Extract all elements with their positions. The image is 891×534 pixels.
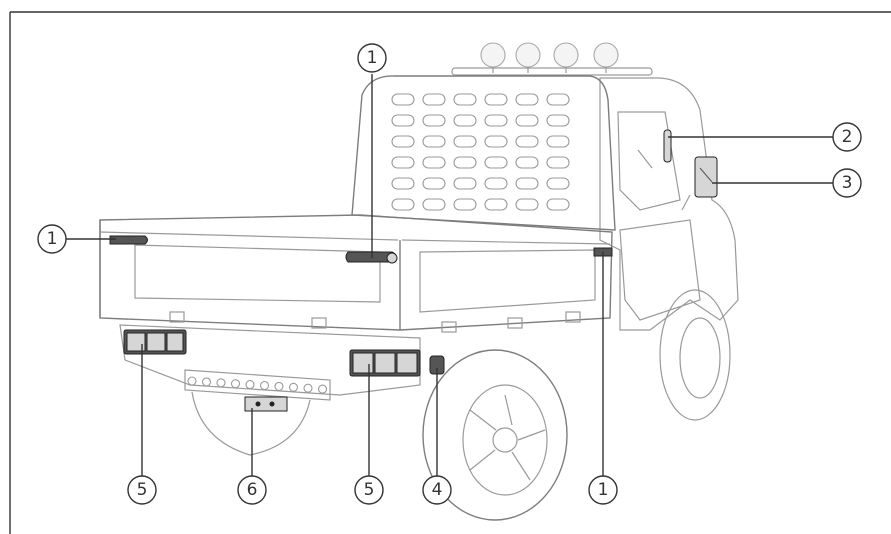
cab-guard-slot [515,114,539,127]
cab-guard-slot [453,135,477,148]
cab-guard-slot [422,114,446,127]
bumper-hole [201,377,212,387]
callout-5-right: 5 [354,475,384,505]
roof-light-bar [451,42,653,76]
cab-guard-slot [546,198,570,211]
tailgate-latch-center [345,251,398,264]
bumper-hole [303,383,313,393]
cab-guard-slot [515,156,539,169]
cab-guard-slot [453,156,477,169]
cab-guard-slot [453,177,477,190]
cab-guard-slot [515,135,539,148]
cab-guard [351,75,616,231]
rear-light-cluster-left [123,329,187,355]
cab [599,77,739,331]
callout-1-left-label: 1 [47,229,58,249]
callout-3-label: 3 [842,173,853,193]
cab-guard-slot [453,114,477,127]
bumper-hole [216,378,226,388]
leader-lines [66,74,833,476]
cab-guard-slot [391,135,415,148]
callout-1-left: 1 [37,224,67,254]
cab-guard-slot [422,135,446,148]
callout-5-left: 5 [127,475,157,505]
bumper-hole [274,381,284,391]
bumper-hole [259,380,270,391]
callout-3: 3 [832,168,862,198]
cab-guard-slot [422,198,446,211]
tailgate-latch-left [109,235,148,245]
cab-guard-slot [515,177,539,190]
callout-5-right-label: 5 [364,480,375,500]
callout-4: 4 [422,475,452,505]
utility-vehicle-illustration [99,42,739,521]
cab-guard-slot [515,198,539,211]
rear-light-cluster-right [349,349,421,377]
cab-guard-slot [546,114,570,127]
bumper-hole [317,384,328,394]
cab-guard-slot [422,177,446,190]
cab-guard-slot [391,156,415,169]
cab-guard-slot [546,177,570,190]
callout-6-label: 6 [247,480,258,500]
cab-guard-slot [484,114,508,127]
front-wheel [659,289,731,421]
bumper-hole [245,380,255,390]
callout-1-bottom: 1 [588,475,618,505]
cab-guard-slot [391,177,415,190]
cab-guard-slot [484,156,508,169]
callout-5-left-label: 5 [137,480,148,500]
callout-2-label: 2 [842,127,853,147]
cab-guard-slot [422,156,446,169]
bumper-hole [187,376,197,386]
cab-guard-slot [391,114,415,127]
cargo-bed [99,214,613,333]
bumper-hole [230,379,241,389]
tow-hitch [244,396,288,412]
side-mirror [681,156,718,211]
door-handle [663,129,672,163]
callout-1-bottom-label: 1 [598,480,609,500]
cab-guard-slot [484,93,508,106]
callout-1-top-label: 1 [367,48,378,68]
cab-guard-slot [546,135,570,148]
cab-guard-slot [453,198,477,211]
rear-chassis [119,324,421,401]
cab-guard-slot [484,135,508,148]
cab-guard-slot [391,198,415,211]
callout-2: 2 [832,122,862,152]
cab-guard-slot [453,93,477,106]
cab-guard-slot [484,177,508,190]
rear-wheel-right [422,349,568,521]
cab-guard-slot [484,198,508,211]
callout-6: 6 [237,475,267,505]
cab-guard-slot [546,93,570,106]
callout-1-top: 1 [357,43,387,73]
callout-4-label: 4 [432,480,443,500]
cab-guard-slot [422,93,446,106]
rear-wheel-left [191,391,311,456]
cab-guard-slot [391,93,415,106]
bumper-hole [288,382,299,392]
cab-guard-slot [515,93,539,106]
cab-guard-slot [546,156,570,169]
